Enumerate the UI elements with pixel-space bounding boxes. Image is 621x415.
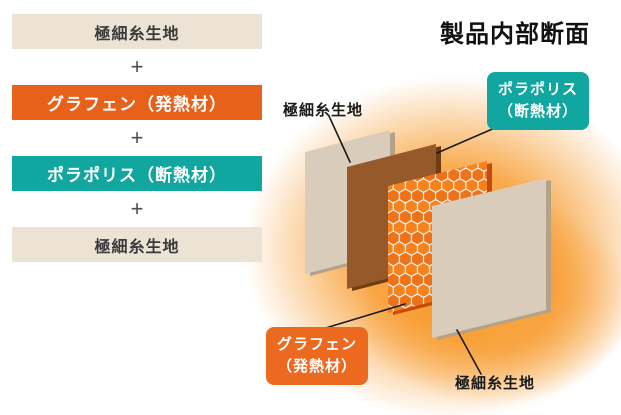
label-fabric-back: 極細糸生地 <box>283 102 364 119</box>
plus-sign: + <box>130 125 144 150</box>
connector-fleece <box>436 126 498 154</box>
fleece-tag-line1: ポラポリス <box>498 81 579 98</box>
diagram-title: 製品内部断面 <box>440 21 590 48</box>
stack-item-fabric-top: 極細糸生地 <box>12 14 262 49</box>
connector-fabric-front <box>456 329 482 375</box>
graphene-tag-line1: グラフェン <box>277 336 358 353</box>
stack-item-graphene: グラフェン（発熱材） <box>12 85 262 120</box>
layer-fabric-front <box>432 178 551 340</box>
label-graphene-tag: グラフェン （発熱材） <box>266 327 369 385</box>
material-stack-list: 極細糸生地 + グラフェン（発熱材） + ポラポリス（断熱材） + 極細糸生地 <box>12 14 262 262</box>
label-fabric-front: 極細糸生地 <box>455 375 536 392</box>
stack-item-fabric-bottom: 極細糸生地 <box>12 227 262 262</box>
connector-graphene <box>318 303 406 331</box>
plus-sign: + <box>130 196 144 221</box>
fleece-tag-line2: （断熱材） <box>498 102 579 120</box>
stack-item-fleece: ポラポリス（断熱材） <box>12 156 262 191</box>
connector-fabric-back <box>328 115 351 163</box>
graphene-tag-line2: （発熱材） <box>277 357 358 375</box>
plus-sign: + <box>130 54 144 79</box>
label-fleece-tag: ポラポリス （断熱材） <box>487 72 590 130</box>
